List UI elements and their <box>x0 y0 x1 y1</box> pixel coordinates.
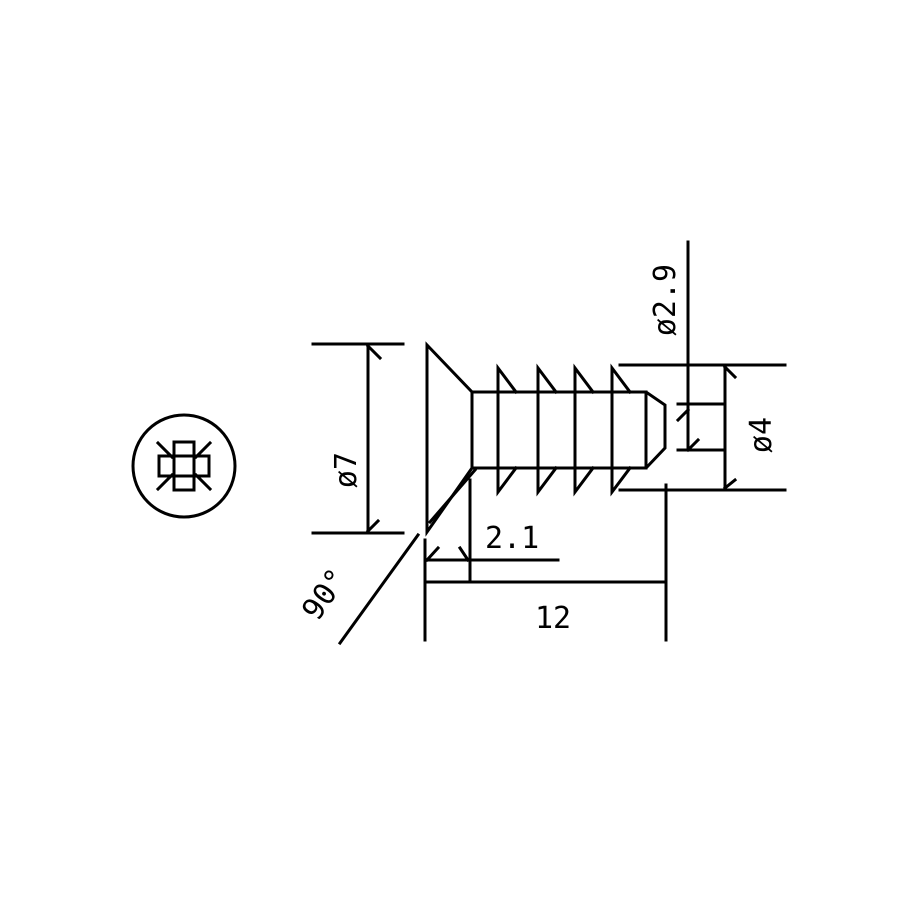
dim-thread-diameters <box>618 240 787 492</box>
screw-side-view <box>425 341 667 537</box>
screw-shank <box>470 390 667 470</box>
dim-lengths <box>337 467 668 646</box>
head-end-view <box>131 413 237 519</box>
label-head-diameter: ø7 <box>329 452 364 488</box>
label-head-height: 2.1 <box>485 521 539 556</box>
label-countersink-angle: 90° <box>295 562 355 626</box>
dim-head-diameter <box>311 342 405 535</box>
label-thread-diameter: ø4 <box>744 417 779 453</box>
label-core-diameter: ø2.9 <box>648 264 683 336</box>
pozidriv-cross-icon <box>155 440 213 492</box>
thread-teeth <box>496 363 633 497</box>
screw-head <box>425 341 474 537</box>
head-outline-circle <box>131 413 237 519</box>
label-length: 12 <box>535 601 571 636</box>
